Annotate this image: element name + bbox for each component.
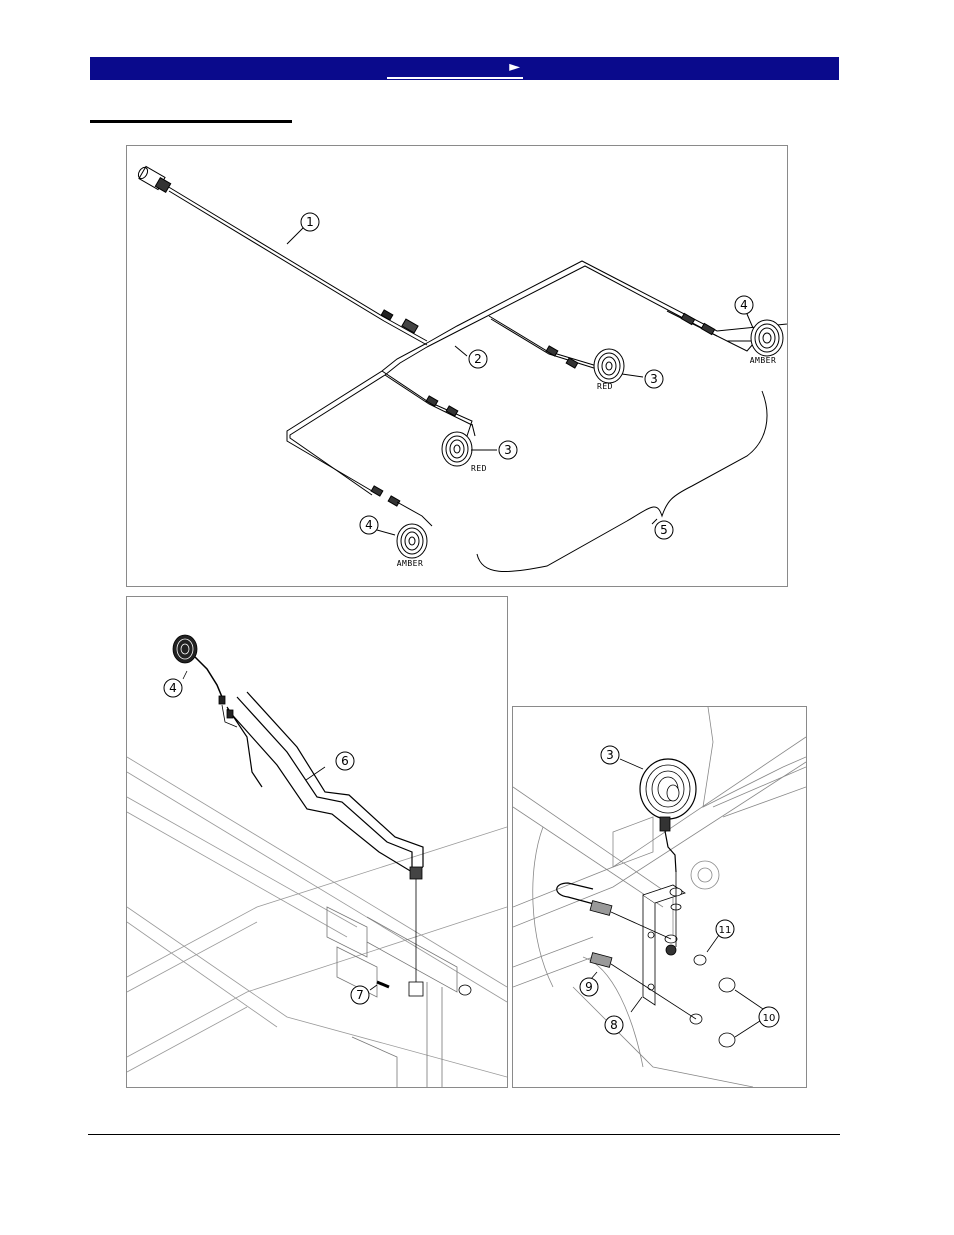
plug-connector-icon	[137, 166, 171, 193]
red-lamp-top-icon	[594, 349, 624, 383]
mount-arm-diagram-panel: 4 6 7	[126, 596, 508, 1088]
mount-arm-diagram: 4 6 7	[127, 597, 507, 1087]
bracket-callout: 8	[610, 1018, 618, 1032]
lamp-color-label: RED	[597, 382, 613, 391]
red-lamp-mid-icon	[442, 432, 472, 466]
bracket-callout: 11	[719, 925, 732, 936]
lamp-color-label: RED	[471, 464, 487, 473]
harness-diagram-panel: 1 2 3 3 4 4 5 RED RED AMBER AMBER	[126, 145, 788, 587]
harness-callout: 2	[474, 352, 482, 366]
top-navigation-bar: ►	[90, 57, 839, 80]
harness-callout: 3	[650, 372, 658, 386]
next-arrow-icon: ►	[509, 59, 523, 76]
mount-arm-callout: 6	[341, 754, 349, 768]
mount-arm-callout: 4	[169, 681, 177, 695]
amber-lamp-bottom-icon	[397, 524, 427, 558]
footer-divider	[88, 1134, 840, 1135]
mount-arm-callout: 7	[356, 988, 364, 1002]
lamp-icon	[640, 759, 696, 819]
harness-callout: 5	[660, 523, 668, 537]
harness-callout: 3	[504, 443, 512, 457]
bracket-diagram-panel: 3 11 9 8 10	[512, 706, 807, 1088]
section-title-underline	[90, 120, 292, 123]
bracket-callout: 3	[606, 748, 614, 762]
amber-lamp-right-icon	[751, 320, 783, 356]
harness-diagram: 1 2 3 3 4 4 5 RED RED AMBER AMBER	[127, 146, 787, 586]
harness-callout: 1	[306, 215, 314, 229]
harness-callout: 4	[740, 298, 748, 312]
next-page-link[interactable]: ►	[387, 59, 523, 79]
lamp-color-label: AMBER	[397, 559, 424, 568]
lamp-color-label: AMBER	[750, 356, 777, 365]
bracket-callout: 9	[585, 980, 593, 994]
bracket-callout: 10	[763, 1013, 776, 1024]
bracket-diagram: 3 11 9 8 10	[513, 707, 806, 1087]
lamp-icon	[173, 635, 197, 663]
harness-callout: 4	[365, 518, 373, 532]
